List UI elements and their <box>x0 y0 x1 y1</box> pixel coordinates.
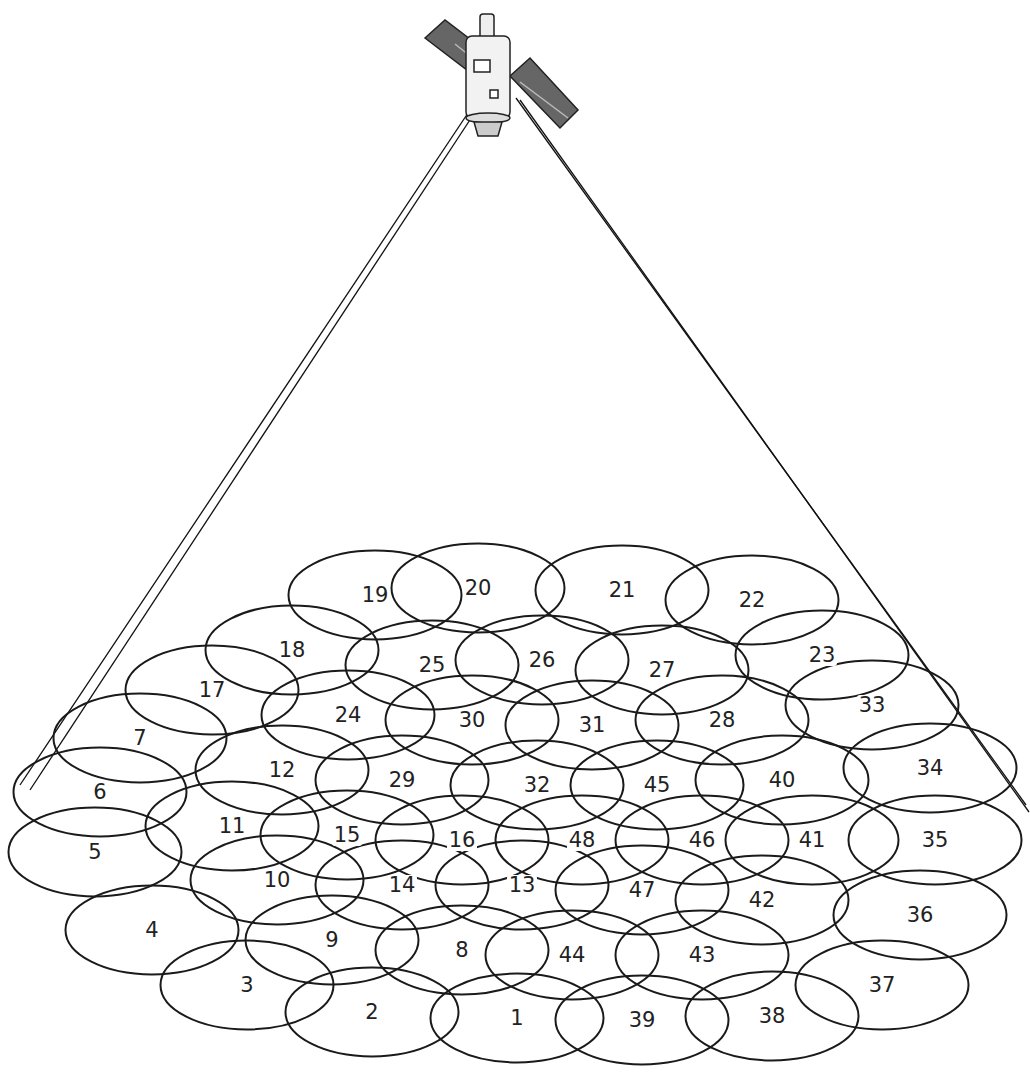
beam-cell: 12 <box>194 724 370 816</box>
beam-number: 20 <box>463 578 494 599</box>
beam-cell: 37 <box>794 939 970 1031</box>
beam-cell: 29 <box>314 734 490 826</box>
beam-cell: 42 <box>674 854 850 946</box>
beam-number: 10 <box>262 870 293 891</box>
beam-number: 18 <box>277 640 308 661</box>
beam-number: 43 <box>687 945 718 966</box>
beam-number: 30 <box>457 710 488 731</box>
beam-cell: 17 <box>124 644 300 736</box>
beam-cell: 10 <box>189 834 365 926</box>
beam-number: 36 <box>905 905 936 926</box>
beam-cell: 22 <box>664 554 840 646</box>
beam-number: 23 <box>807 645 838 666</box>
beam-cell: 5 <box>7 806 183 898</box>
beam-number: 8 <box>453 940 470 961</box>
beam-number: 26 <box>527 650 558 671</box>
beam-cell: 35 <box>847 794 1023 886</box>
beam-cell: 46 <box>614 794 790 886</box>
satellite <box>425 14 578 136</box>
beam-number: 42 <box>747 890 778 911</box>
beam-cell: 40 <box>694 734 870 826</box>
beam-number: 3 <box>238 975 255 996</box>
beam-cell: 23 <box>734 609 910 701</box>
beam-number: 25 <box>417 655 448 676</box>
beam-number: 4 <box>143 920 160 941</box>
beam-cell: 3 <box>159 939 335 1031</box>
beam-cell: 38 <box>684 970 860 1062</box>
beam-number: 41 <box>797 830 828 851</box>
beam-cell: 24 <box>260 669 436 761</box>
beam-number: 16 <box>447 830 478 851</box>
beam-number: 14 <box>387 875 418 896</box>
beam-cell: 21 <box>534 544 710 636</box>
beam-number: 24 <box>333 705 364 726</box>
beam-number: 39 <box>627 1010 658 1031</box>
beam-number: 38 <box>757 1006 788 1027</box>
beam-number: 44 <box>557 945 588 966</box>
beam-cell: 28 <box>634 674 810 766</box>
beam-cell: 44 <box>484 909 660 1001</box>
beam-number: 22 <box>737 590 768 611</box>
beam-number: 29 <box>387 770 418 791</box>
beam-number: 35 <box>920 830 951 851</box>
beam-number: 7 <box>131 728 148 749</box>
beam-number: 12 <box>267 760 298 781</box>
beam-number: 17 <box>197 680 228 701</box>
beam-number: 6 <box>91 782 108 803</box>
beam-number: 33 <box>857 695 888 716</box>
beam-number: 31 <box>577 715 608 736</box>
beam-number: 13 <box>507 875 538 896</box>
beam-number: 11 <box>217 816 248 837</box>
beam-cell: 36 <box>832 869 1008 961</box>
beam-cell: 11 <box>144 780 320 872</box>
beam-cell: 18 <box>204 604 380 696</box>
beam-lines <box>20 98 1029 812</box>
beam-cell: 26 <box>454 614 630 706</box>
beam-cell: 27 <box>574 624 750 716</box>
beam-cell: 7 <box>52 692 228 784</box>
beam-number: 46 <box>687 830 718 851</box>
beam-number: 19 <box>360 585 391 606</box>
beam-number: 45 <box>642 775 673 796</box>
beam-cell: 30 <box>384 674 560 766</box>
beam-number: 37 <box>867 975 898 996</box>
beam-cell: 4 <box>64 884 240 976</box>
beam-number: 9 <box>323 930 340 951</box>
beam-number: 47 <box>627 880 658 901</box>
beam-number: 27 <box>647 660 678 681</box>
beam-cell: 2 <box>284 966 460 1058</box>
beam-cell: 34 <box>842 722 1018 814</box>
beam-number: 21 <box>607 580 638 601</box>
beam-number: 5 <box>86 842 103 863</box>
beam-number: 2 <box>363 1002 380 1023</box>
beam-number: 34 <box>915 758 946 779</box>
beam-number: 28 <box>707 710 738 731</box>
beam-number: 32 <box>522 775 553 796</box>
beam-number: 15 <box>332 825 363 846</box>
beam-number: 40 <box>767 770 798 791</box>
beam-number: 48 <box>567 830 598 851</box>
beam-number: 1 <box>508 1008 525 1029</box>
